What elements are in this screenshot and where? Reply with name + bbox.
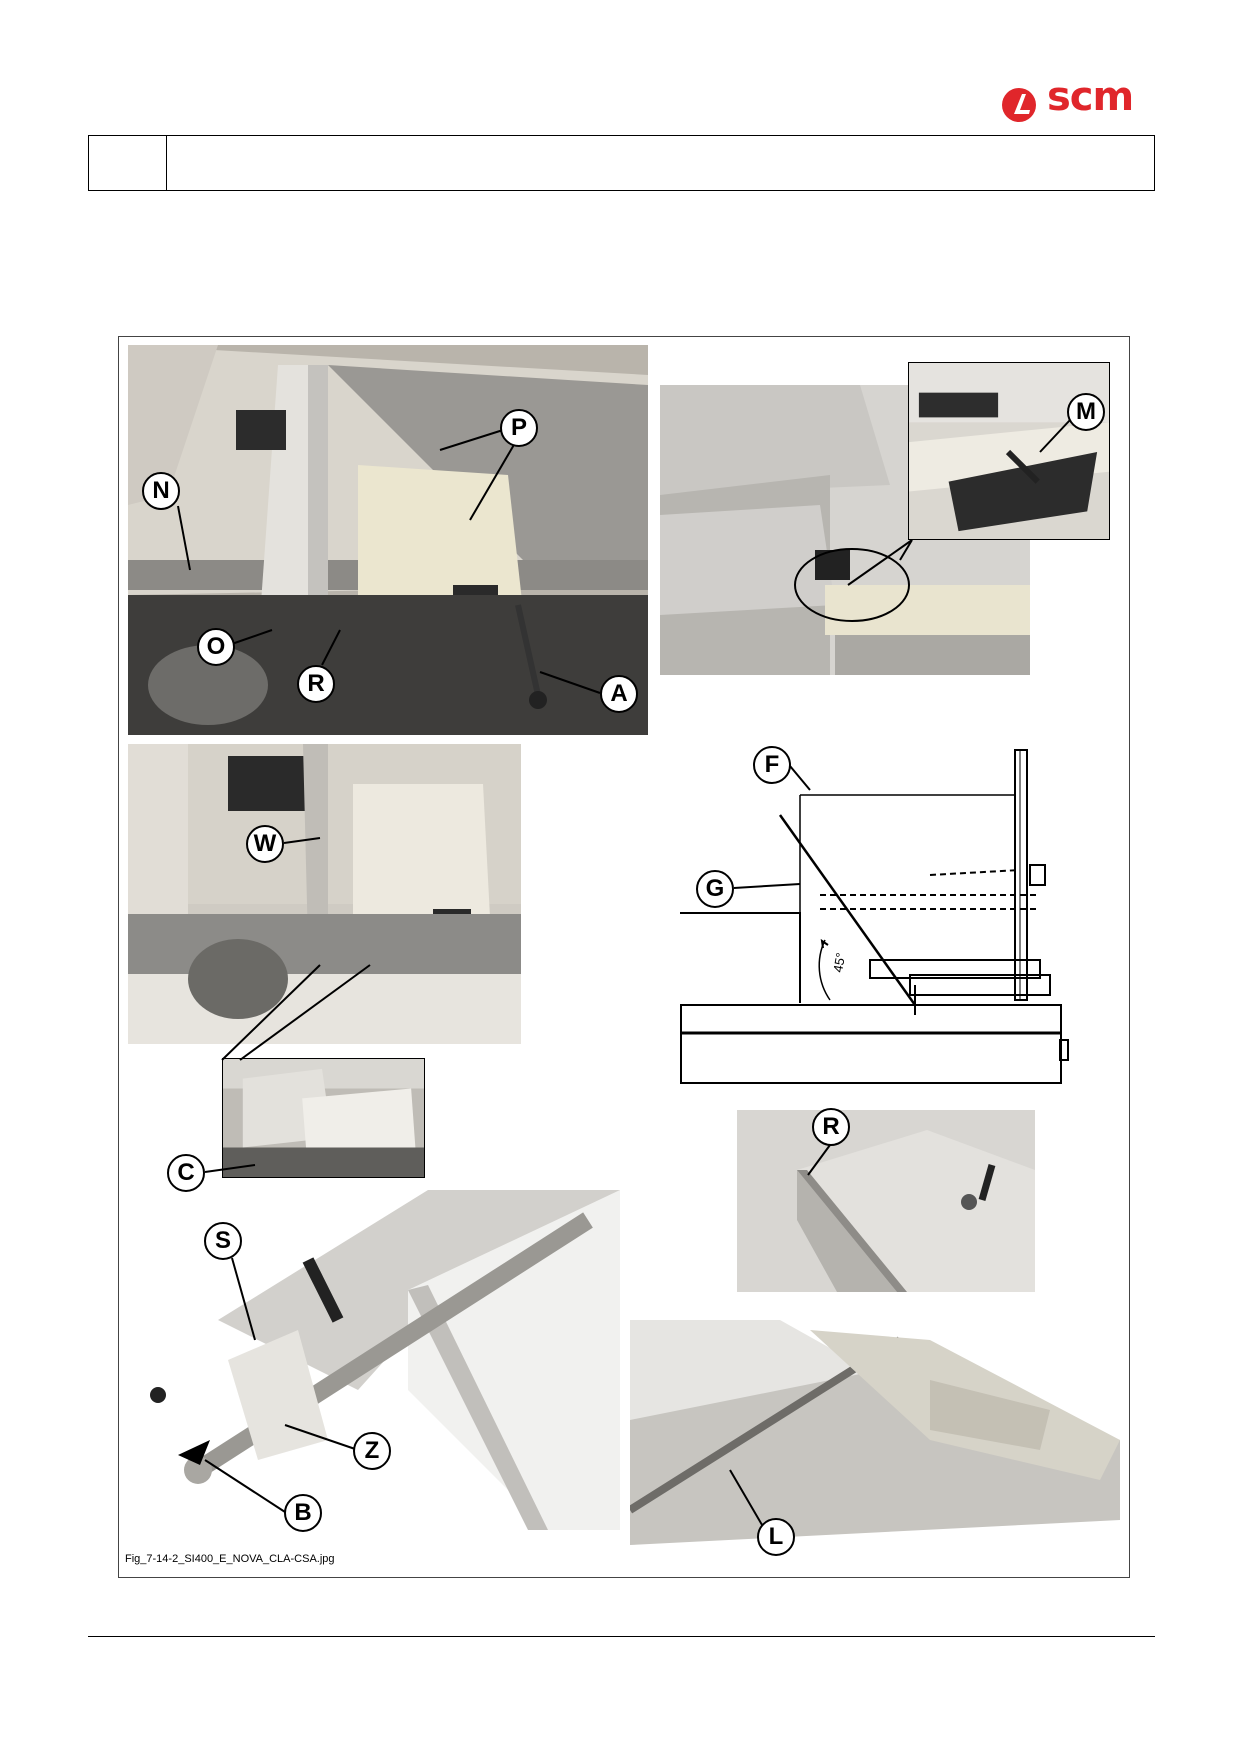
photo-sliding-table-overview <box>128 345 648 735</box>
angle-label: 45° <box>830 952 848 974</box>
callout-z: Z <box>353 1432 391 1470</box>
callout-n: N <box>142 472 180 510</box>
section-header-box <box>88 135 1155 191</box>
logo-wordmark: scm <box>1047 74 1134 120</box>
callout-a: A <box>600 675 638 713</box>
section-number-cell <box>89 136 167 190</box>
photo-inset-handle-m <box>908 362 1110 540</box>
callout-f: F <box>753 746 791 784</box>
callout-g: G <box>696 870 734 908</box>
callout-r: R <box>297 665 335 703</box>
photo-fence-r <box>737 1110 1035 1292</box>
diagram-45-degree-tilt: 45° <box>680 749 1069 1084</box>
photo-rail-sz-b <box>128 1190 620 1530</box>
callout-s: S <box>204 1222 242 1260</box>
callout-p: P <box>500 409 538 447</box>
callout-o: O <box>197 628 235 666</box>
callout-l: L <box>757 1518 795 1556</box>
footer-rule <box>88 1636 1155 1637</box>
callout-r-detail: R <box>812 1108 850 1146</box>
callout-c: C <box>167 1154 205 1192</box>
scm-logo <box>1002 88 1036 122</box>
callout-b: B <box>284 1494 322 1532</box>
figure-caption: Fig_7-14-2_SI400_E_NOVA_CLA-CSA.jpg <box>125 1553 335 1565</box>
photo-rail-l <box>630 1320 1120 1545</box>
photo-inset-c <box>222 1058 425 1178</box>
photo-fence-w <box>128 744 521 1044</box>
callout-m: M <box>1067 393 1105 431</box>
callout-w: W <box>246 825 284 863</box>
